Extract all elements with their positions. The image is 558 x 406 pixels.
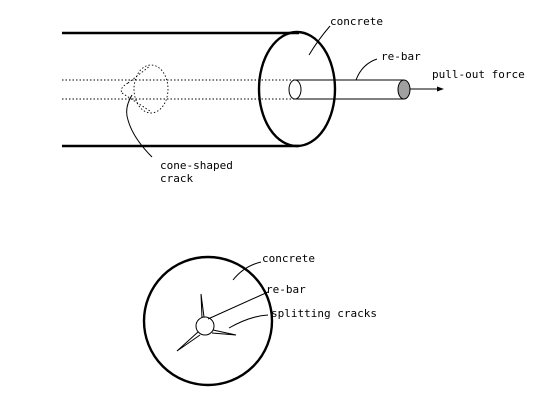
rebar-label-top: re-bar	[381, 50, 421, 63]
rebar-leader-section	[207, 291, 269, 320]
pull-out-force-label: pull-out force	[432, 68, 525, 81]
concrete-leader-section	[232, 261, 262, 281]
cone-crack-label-line2: crack	[160, 172, 193, 185]
splitting-crack-right	[211, 329, 237, 336]
cross-section-view: concrete re-bar splitting cracks	[142, 252, 377, 387]
rebar-exit-ellipse	[288, 79, 302, 100]
splitting-crack-left	[176, 331, 201, 352]
crack-leader	[126, 94, 153, 158]
concrete-label-section: concrete	[262, 252, 315, 265]
concrete-label-top: concrete	[330, 15, 383, 28]
splitting-crack-top	[200, 293, 205, 319]
cone-crack-base	[133, 64, 169, 114]
cone-crack-label-line1: cone-shaped	[160, 159, 233, 172]
rebar-leader	[355, 58, 378, 81]
concrete-leader	[308, 25, 331, 56]
cone-crack	[121, 65, 151, 112]
rebar-label-section: re-bar	[266, 283, 306, 296]
cone-crack-tip	[120, 82, 129, 94]
cylinder-end-face	[257, 30, 337, 148]
cylinder-view: concrete re-bar pull-out force cone-shap…	[62, 15, 525, 185]
rebar-end-face	[397, 79, 411, 100]
force-arrow-head	[437, 86, 444, 92]
splitting-cracks-label: splitting cracks	[271, 307, 377, 320]
concrete-section-circle	[142, 255, 274, 387]
cracks-leader-section	[228, 314, 269, 329]
rebar-section-circle	[195, 316, 215, 336]
